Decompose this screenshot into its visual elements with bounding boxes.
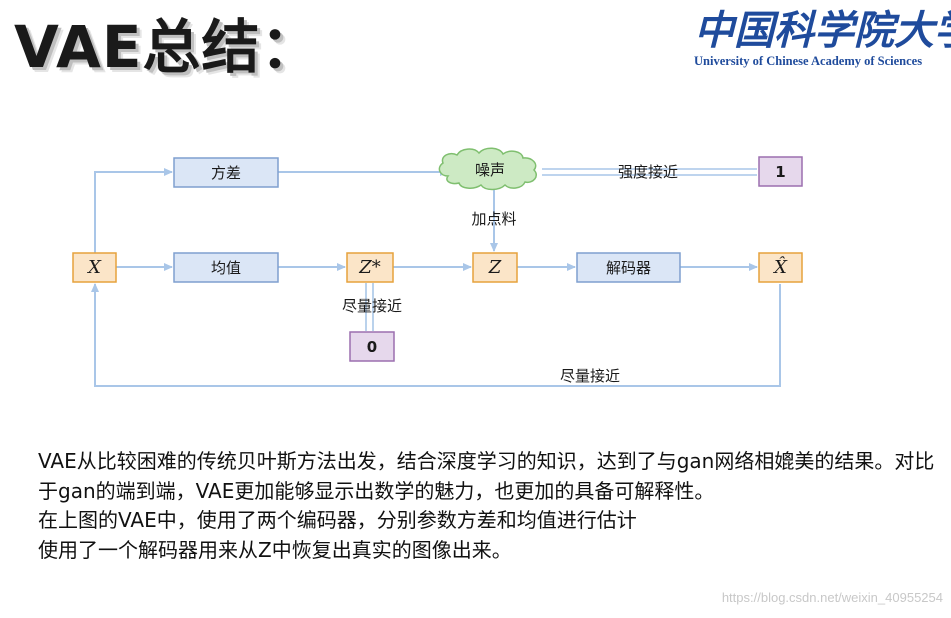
label-close-reconstruction: 尽量接近 <box>560 367 620 385</box>
double-lines <box>365 168 757 331</box>
node-decoder: 解码器 <box>576 252 681 283</box>
node-zero-label: 0 <box>367 338 377 356</box>
description-paragraph: 在上图的VAE中，使用了两个编码器，分别参数方差和均值进行估计 <box>38 508 637 532</box>
logo-english-name: University of Chinese Academy of Science… <box>694 54 923 68</box>
label-close-to-zero: 尽量接近 <box>342 297 402 315</box>
logo-chinese-name: 中国科学院大学 <box>694 7 951 54</box>
node-variance: 方差 <box>173 157 279 188</box>
edge-x-to-variance <box>94 168 173 253</box>
node-variance-label: 方差 <box>211 164 241 182</box>
edges <box>91 168 781 387</box>
vae-diagram: X 方差 均值 Z* 噪声 Z 解码器 X̂ 1 0 加点料 强度接近 尽量接近… <box>72 147 803 387</box>
node-z: Z <box>472 252 518 283</box>
ucas-logo: 中国科学院大学 University of Chinese Academy of… <box>694 7 951 69</box>
node-decoder-label: 解码器 <box>606 259 651 277</box>
node-z-label: Z <box>488 257 502 278</box>
node-noise-label: 噪声 <box>475 161 505 179</box>
node-mean: 均值 <box>173 252 279 283</box>
description: VAE从比较困难的传统贝叶斯方法出发，结合深度学习的知识，达到了与gan网络相媲… <box>38 447 938 565</box>
node-mean-label: 均值 <box>211 259 241 277</box>
node-one: 1 <box>758 156 803 187</box>
edge-xhat-to-x-recon <box>91 283 781 387</box>
node-x-label: X <box>86 257 102 278</box>
node-x-hat-label: X̂ <box>772 256 788 278</box>
description-paragraph: VAE从比较困难的传统贝叶斯方法出发，结合深度学习的知识，达到了与gan网络相媲… <box>38 449 935 503</box>
description-paragraph: 使用了一个解码器用来从Z中恢复出真实的图像出来。 <box>38 537 512 562</box>
label-add-noise: 加点料 <box>471 210 516 228</box>
watermark: https://blog.csdn.net/weixin_40955254 <box>721 590 943 605</box>
page-title: VAE总结： <box>14 13 320 81</box>
node-x-hat: X̂ <box>758 252 803 283</box>
label-strength-close: 强度接近 <box>618 163 678 181</box>
node-noise: 噪声 <box>438 147 537 191</box>
node-x: X <box>72 252 117 283</box>
node-z-star: Z* <box>346 252 394 283</box>
node-zero: 0 <box>349 331 395 362</box>
node-z-star-label: Z* <box>358 257 381 278</box>
node-one-label: 1 <box>775 163 785 181</box>
